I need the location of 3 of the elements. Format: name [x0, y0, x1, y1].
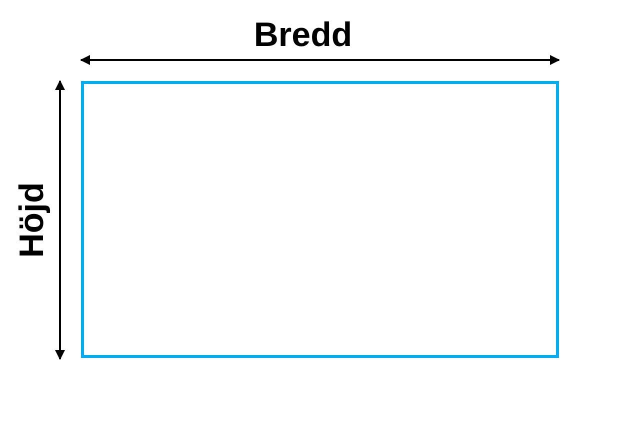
dimension-label: Bredd	[254, 18, 352, 52]
rectangle-outline	[81, 81, 559, 358]
dimension-label: Höjd	[15, 182, 49, 258]
